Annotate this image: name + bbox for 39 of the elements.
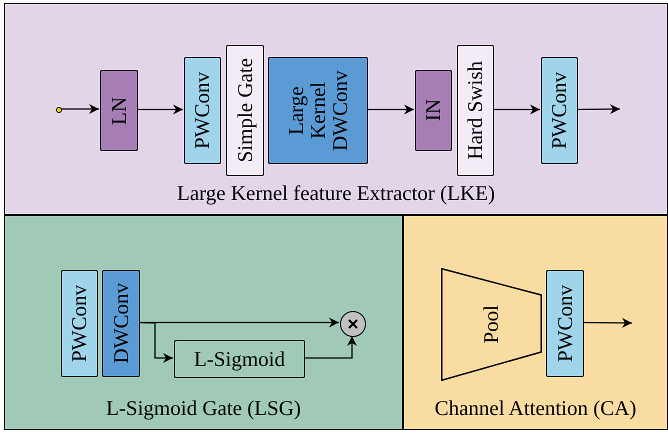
arrow: [61, 104, 99, 114]
block-label: Large Kernel DWConv: [284, 69, 352, 153]
panel-title: L-Sigmoid Gate (LSG): [105, 398, 302, 419]
arrow: [137, 104, 183, 114]
conv-block: [61, 270, 98, 377]
conv-block: [102, 270, 140, 377]
arrow: [577, 104, 620, 114]
activation-block: [174, 340, 305, 378]
conv-block: [546, 270, 584, 377]
arrow: [493, 104, 540, 114]
arrow: [138, 322, 173, 363]
gate-block: [226, 45, 264, 176]
arrow: [304, 336, 357, 359]
conv-block: [541, 57, 578, 164]
module-panel: [4, 215, 403, 430]
conv-block: [268, 57, 368, 164]
multiply-node: [340, 311, 366, 337]
arrow: [367, 104, 414, 114]
block-label: PWConv: [554, 284, 576, 362]
block-label: L-Sigmoid: [194, 348, 285, 370]
block-label: Pool: [481, 305, 502, 344]
block-label: PWConv: [191, 72, 214, 149]
block-label: IN: [422, 99, 445, 122]
block-label: PWConv: [68, 284, 91, 362]
panel-title: Channel Attention (CA): [434, 398, 638, 419]
activation-block: [457, 45, 494, 176]
module-panel: [4, 3, 668, 215]
conv-block: [184, 57, 221, 164]
norm-block: [415, 70, 452, 151]
block-label: PWConv: [548, 72, 571, 149]
pool-trapezoid: [441, 268, 542, 381]
block-label: LN: [108, 96, 130, 124]
norm-block: [100, 70, 138, 151]
block-label: Simple Gate: [234, 58, 256, 163]
arrow: [583, 318, 632, 328]
block-label: Hard Swish: [464, 61, 487, 160]
panel-title: Large Kernel feature Extractor (LKE): [176, 183, 496, 204]
block-label: DWConv: [110, 283, 132, 364]
module-panel: [403, 215, 668, 430]
